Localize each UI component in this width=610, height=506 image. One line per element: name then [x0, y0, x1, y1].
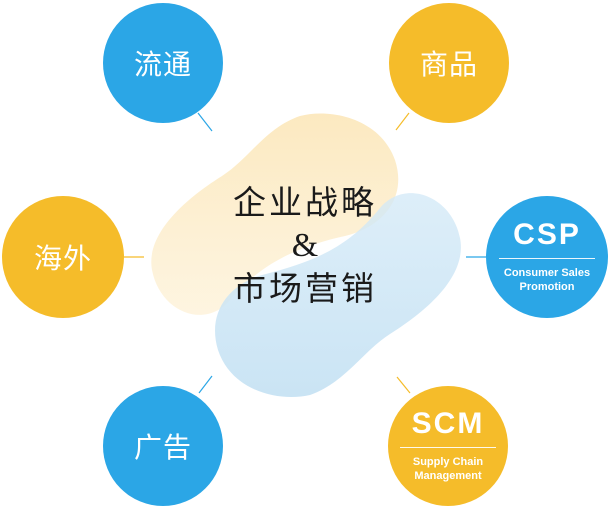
- center-title-ampersand: &: [291, 227, 319, 264]
- node-csp[interactable]: CSP Consumer Sales Promotion: [486, 196, 608, 318]
- node-advertising-label: 广告: [133, 431, 192, 464]
- connector-scm: [396, 376, 411, 394]
- node-overseas-label: 海外: [33, 242, 92, 275]
- node-scm-sub2: Management: [414, 470, 482, 482]
- node-scm-label: SCM: [411, 407, 485, 440]
- node-csp-sub2: Promotion: [519, 281, 575, 293]
- center-title-line2: 市场营销: [233, 269, 377, 308]
- node-scm-sub1: Supply Chain: [412, 456, 484, 468]
- node-product-label: 商品: [419, 48, 478, 81]
- node-advertising[interactable]: 广告: [103, 386, 223, 506]
- node-distribution[interactable]: 流通: [103, 3, 223, 123]
- connector-advertising: [198, 375, 213, 394]
- center-title-line1: 企业战略: [233, 183, 377, 222]
- node-product[interactable]: 商品: [389, 3, 509, 123]
- node-csp-label: CSP: [513, 218, 581, 251]
- center-title: 企业战略 & 市场营销: [205, 180, 405, 312]
- petal-blue: [215, 193, 461, 398]
- petal-yellow: [151, 113, 399, 315]
- node-csp-sub1: Consumer Sales: [503, 267, 591, 279]
- connector-distribution: [197, 112, 213, 132]
- node-csp-divider: [499, 258, 595, 259]
- node-scm-divider: [400, 447, 496, 448]
- node-overseas[interactable]: 海外: [2, 196, 124, 318]
- node-scm[interactable]: SCM Supply Chain Management: [388, 386, 508, 506]
- connector-product: [395, 112, 410, 131]
- node-distribution-label: 流通: [133, 48, 192, 81]
